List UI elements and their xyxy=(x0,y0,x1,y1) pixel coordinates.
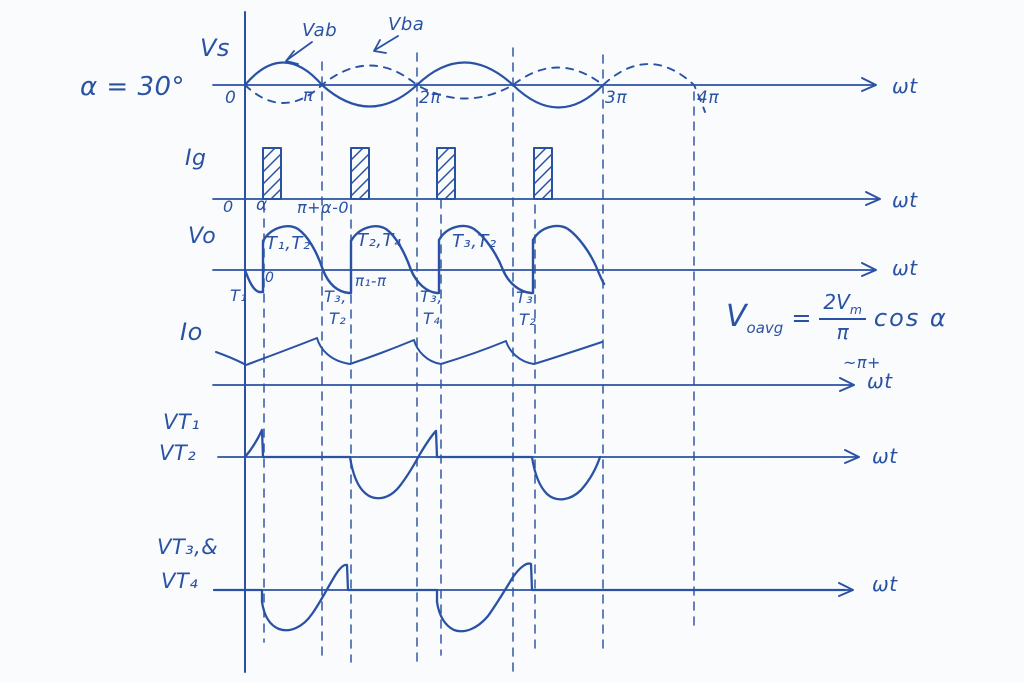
vs-tick-2pi: 2π xyxy=(419,88,442,108)
vab-pointer-arrow xyxy=(285,41,313,65)
alpha-value-label: α = 30° xyxy=(80,72,186,102)
vo-hump-label-3: T₃,T₂ xyxy=(452,231,497,252)
vt2-label: VT₂ xyxy=(159,441,197,465)
voavg-formula: Voavg = 2Vm π cos α xyxy=(726,292,948,343)
formula-denominator: π xyxy=(836,320,849,345)
formula-fraction: 2Vm π xyxy=(819,292,866,345)
vba-pointer-arrow xyxy=(373,35,399,54)
vt1-label: VT₁ xyxy=(163,410,201,434)
vs-solid-sine xyxy=(243,61,605,109)
vo-axis-label: ωt xyxy=(892,256,918,280)
vs-label: Vs xyxy=(200,34,230,62)
vo-hump-label-2: T₂,T₄ xyxy=(357,230,402,251)
vba-annotation: Vba xyxy=(388,14,425,35)
vs-dashed-sine xyxy=(244,63,706,113)
vt3-label: VT₃,& xyxy=(157,535,219,559)
vs-tick-4pi: 4π xyxy=(697,88,720,108)
vo-pair4-bottom: T₂ xyxy=(519,310,537,329)
ig-label: Ig xyxy=(185,146,207,171)
vt4-label: VT₄ xyxy=(161,569,199,593)
dashed-gridlines xyxy=(263,47,695,679)
vo-pair-t1: T₁ xyxy=(230,286,248,305)
vt12-axis-label: ωt xyxy=(872,444,898,468)
vo-pair2-bottom: T₂ xyxy=(329,309,347,328)
vs-tick-0: 0 xyxy=(225,88,237,108)
vo-tick-pi: π₁-π xyxy=(355,272,387,290)
vo-waveform xyxy=(243,224,606,295)
vo-pair2-top: T₃, xyxy=(324,287,347,306)
formula-numerator: 2Vm xyxy=(819,292,866,321)
vs-axis-label: ωt xyxy=(892,74,918,98)
vt34-waveform xyxy=(212,562,847,633)
formula-lhs: Voavg xyxy=(726,298,784,337)
vs-tick-3pi: 3π xyxy=(605,88,628,108)
ig-gate-pulses xyxy=(262,147,553,200)
io-pre-axis-note: ~π+ xyxy=(843,353,881,372)
ig-tick-alpha: α xyxy=(256,195,268,215)
io-axis-label: ωt xyxy=(867,369,893,393)
ig-axis-label: ωt xyxy=(892,188,918,212)
io-waveform xyxy=(215,337,603,366)
io-label: Io xyxy=(180,318,203,346)
ig-tick-pi-alpha: π+α-0 xyxy=(297,198,350,217)
formula-cos-term: cos α xyxy=(873,303,948,332)
vo-pair4-top: T₃ xyxy=(516,288,534,307)
vt12-waveform xyxy=(243,428,602,501)
vt34-axis-label: ωt xyxy=(872,572,898,596)
formula-equals: = xyxy=(791,303,812,332)
vo-pair3-bottom: T₄ xyxy=(423,309,441,328)
vo-label: Vo xyxy=(188,224,217,249)
hatch-lines xyxy=(262,147,553,200)
ig-tick-0: 0 xyxy=(223,197,234,216)
vo-tick-0: 0 xyxy=(265,270,275,286)
vab-annotation: Vab xyxy=(302,20,338,41)
vo-pair3-top: T₃, xyxy=(420,287,443,306)
axis-arrowheads xyxy=(838,77,881,597)
vs-tick-pi: π xyxy=(303,86,314,106)
vo-hump-label-1: T₁,T₂ xyxy=(266,233,311,254)
